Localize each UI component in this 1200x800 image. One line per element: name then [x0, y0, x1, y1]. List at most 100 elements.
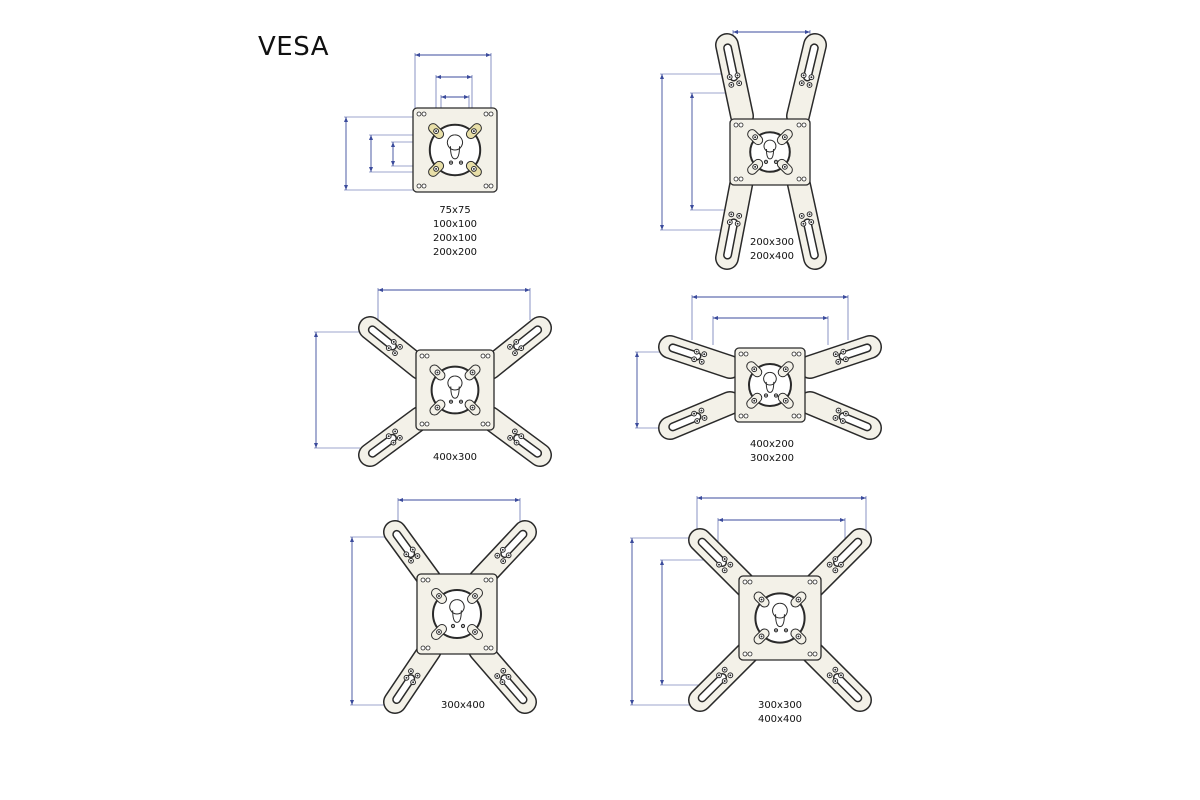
- arm-slot-inner: [369, 435, 396, 457]
- arm-slot-inner: [834, 539, 861, 566]
- screw-center: [837, 409, 840, 412]
- screw-center: [765, 161, 767, 163]
- screw-center: [502, 560, 505, 563]
- corner-hole-icon: [747, 651, 753, 657]
- screw-center: [412, 681, 415, 684]
- screw-center: [797, 635, 800, 638]
- screw-center: [394, 352, 396, 355]
- screw-center: [718, 563, 720, 566]
- screw-center: [462, 625, 464, 627]
- screw-center: [438, 595, 440, 597]
- screw-center: [808, 213, 811, 216]
- arm-slot-inner: [369, 326, 396, 349]
- size-label: 200x200: [433, 247, 477, 258]
- screw-center: [514, 352, 516, 355]
- arm-slot-inner: [724, 219, 737, 259]
- screw-center: [416, 555, 419, 558]
- screw-center: [436, 371, 439, 374]
- size-label: 400x400: [758, 714, 802, 725]
- screw-center: [703, 416, 706, 419]
- screw-center: [738, 214, 741, 217]
- size-label: 300x400: [441, 700, 485, 711]
- screw-center: [496, 675, 499, 677]
- screw-center: [834, 416, 837, 419]
- screw-center: [785, 629, 787, 631]
- corner-hole-icon: [483, 183, 489, 189]
- size-label: 400x200: [750, 439, 794, 450]
- screw-center: [398, 436, 401, 439]
- screw-center: [784, 399, 787, 402]
- corner-hole-icon: [483, 577, 489, 583]
- arm-slot-inner: [840, 344, 871, 359]
- screw-center: [802, 222, 805, 225]
- corner-hole-icon: [812, 579, 818, 585]
- corner-hole-icon: [733, 176, 739, 182]
- corner-hole-icon: [738, 413, 744, 419]
- screw-center: [834, 569, 837, 572]
- screw-center: [474, 631, 476, 633]
- screw-center: [754, 165, 757, 168]
- screw-center: [472, 130, 475, 133]
- corner-hole-icon: [742, 579, 748, 585]
- screw-center: [507, 675, 510, 678]
- screw-center: [410, 559, 412, 562]
- arm-slot-inner: [804, 44, 818, 80]
- corner-hole-icon: [796, 351, 802, 357]
- screw-center: [828, 674, 831, 677]
- screw-center: [783, 165, 786, 168]
- screw-center: [515, 340, 518, 343]
- screw-center: [834, 680, 837, 682]
- corner-hole-icon: [480, 421, 486, 427]
- screw-center: [802, 74, 805, 77]
- arm-slot-inner: [669, 413, 700, 430]
- arm-slot-inner: [669, 344, 700, 359]
- corner-hole-icon: [796, 413, 802, 419]
- arm-slot-inner: [501, 531, 526, 557]
- screw-center: [754, 136, 757, 139]
- screw-center: [703, 353, 706, 356]
- screw-center: [387, 435, 390, 438]
- size-label: 300x200: [750, 453, 794, 464]
- corner-hole-icon: [743, 413, 749, 419]
- screw-center: [696, 420, 699, 422]
- corner-hole-icon: [807, 579, 813, 585]
- screw-center: [520, 435, 523, 438]
- keyhole-icon: [772, 602, 788, 628]
- screw-center: [450, 161, 452, 164]
- arm-slot-inner: [804, 219, 818, 259]
- size-label: 200x400: [750, 251, 794, 262]
- corner-hole-icon: [425, 645, 431, 651]
- screw-center: [736, 222, 739, 225]
- screw-center: [841, 420, 844, 422]
- screw-center: [438, 631, 440, 633]
- config-x-arms-flat: 400x200 300x200: [635, 295, 882, 464]
- corner-hole-icon: [483, 111, 489, 117]
- keyhole-icon: [763, 139, 777, 160]
- screw-center: [411, 548, 414, 551]
- corner-hole-icon: [796, 176, 802, 182]
- corner-hole-icon: [791, 413, 797, 419]
- arm-slot-inner: [514, 326, 541, 349]
- corner-hole-icon: [421, 183, 427, 189]
- corner-hole-icon: [812, 651, 818, 657]
- corner-hole-icon: [420, 645, 426, 651]
- corner-hole-icon: [488, 111, 494, 117]
- corner-hole-icon: [421, 111, 427, 117]
- arm-slot-inner: [501, 675, 527, 703]
- screw-center: [840, 674, 842, 677]
- keyhole-icon: [449, 599, 465, 623]
- screw-center: [474, 595, 476, 597]
- diagram-title: VESA: [258, 32, 329, 62]
- screw-center: [405, 676, 408, 679]
- arm-slot-inner: [724, 44, 737, 80]
- arm-slot-inner: [393, 675, 414, 703]
- size-label: 400x300: [433, 452, 477, 463]
- screw-center: [738, 82, 741, 85]
- screw-center: [760, 635, 763, 638]
- screw-center: [502, 669, 505, 672]
- screw-center: [834, 353, 837, 356]
- screw-center: [810, 221, 813, 224]
- arm-slot-inner: [840, 413, 871, 430]
- corner-hole-icon: [419, 421, 425, 427]
